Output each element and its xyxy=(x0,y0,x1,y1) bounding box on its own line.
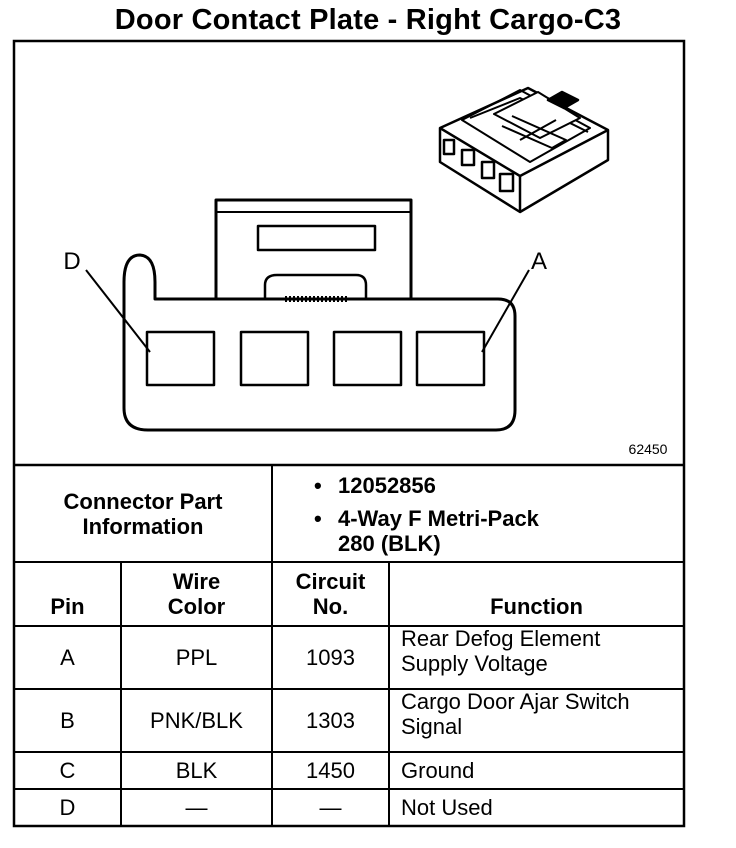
table-row-c-wire-color: BLK xyxy=(175,758,218,783)
function-a-line1: Rear Defog Element xyxy=(401,626,601,651)
function-b-line2: Signal xyxy=(401,714,463,739)
column-header-pin: Pin xyxy=(50,593,85,619)
page-title: Door Contact Plate - Right Cargo-C3 xyxy=(114,4,622,36)
column-header-circuit: Circuit No. xyxy=(272,566,389,622)
table-row-b-wire-color: PNK/BLK xyxy=(150,708,243,733)
function-b-line1: Cargo Door Ajar Switch xyxy=(401,689,630,714)
column-header-function: Function xyxy=(490,593,583,619)
table-row-d-pin: D xyxy=(59,795,76,820)
connector-info-heading: Connector Part Information xyxy=(14,465,272,562)
cavity-b xyxy=(332,330,403,387)
column-header-wire-color: Wire Color xyxy=(121,566,272,622)
connector-type-line2: 280 (BLK) xyxy=(338,531,441,556)
connector-isometric xyxy=(438,86,610,214)
cavity-a xyxy=(415,330,486,387)
table-row-b-circuit: 1303 xyxy=(306,708,355,733)
label-d: D xyxy=(63,248,80,275)
circuit-line2: No. xyxy=(312,594,349,619)
part-number: 12052856 xyxy=(338,473,436,498)
connector-type-line1: 4-Way F Metri-Pack xyxy=(338,506,539,531)
cavity-d xyxy=(145,330,216,387)
table-row-a-function: Rear Defog Element Supply Voltage xyxy=(401,626,681,689)
circuit-line1: Circuit xyxy=(295,569,366,594)
table-row-a-pin: A xyxy=(60,645,75,670)
label-a: A xyxy=(531,248,547,275)
table-row-d-wire-color: — xyxy=(185,795,208,820)
leader-line-d xyxy=(85,269,151,353)
connector-info-heading-line2: Information xyxy=(82,513,204,539)
function-a-line2: Supply Voltage xyxy=(401,651,548,676)
bullet-1-symbol: • xyxy=(314,473,322,498)
table-row-c-circuit: 1450 xyxy=(306,758,355,783)
cavity-c xyxy=(239,330,310,387)
connector-info-heading-line1: Connector Part xyxy=(63,488,223,514)
leader-line-a xyxy=(481,269,530,353)
table-row-d-function: Not Used xyxy=(401,795,493,820)
connector-face xyxy=(122,198,517,432)
table-row-c-function: Ground xyxy=(401,758,475,783)
table-row-b-function: Cargo Door Ajar Switch Signal xyxy=(401,689,681,752)
table-row-b-pin: B xyxy=(60,708,75,733)
figure-number: 62450 xyxy=(629,441,668,457)
wire-color-line2: Color xyxy=(167,594,226,619)
table-row-d-circuit: — xyxy=(319,795,342,820)
wire-color-line1: Wire xyxy=(172,569,221,594)
outer-frame xyxy=(12,39,686,828)
table-row-a-wire-color: PPL xyxy=(175,645,218,670)
table-row-c-pin: C xyxy=(59,758,76,783)
bullet-2-symbol: • xyxy=(314,506,322,531)
table-row-a-circuit: 1093 xyxy=(306,645,355,670)
